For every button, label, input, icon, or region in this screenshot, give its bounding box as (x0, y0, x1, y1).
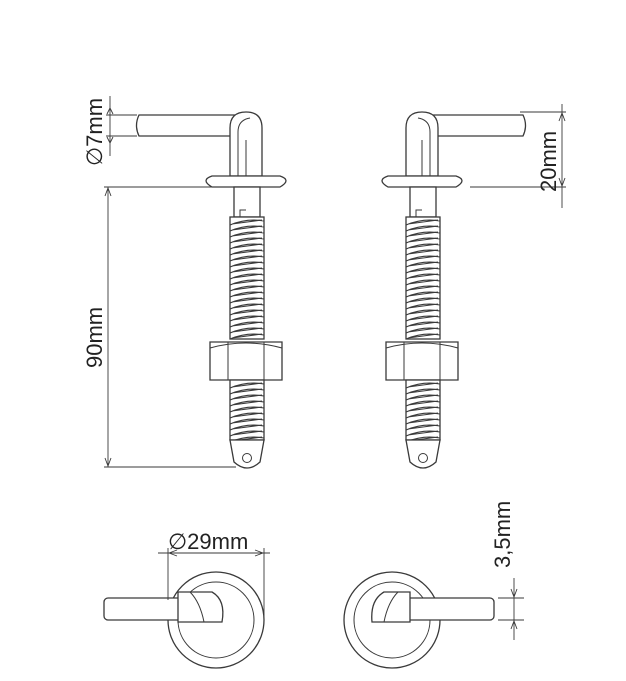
total-length-dimension: 90mm (82, 186, 236, 468)
flange-diameter-dimension: ∅29mm (158, 529, 270, 620)
right-lower-thread (405, 382, 441, 443)
left-lower-thread (229, 382, 265, 443)
right-hinge-top-view (343, 571, 495, 669)
left-upper-thread (229, 219, 265, 340)
right-hinge-side-view (381, 111, 527, 469)
thread-lines (405, 382, 441, 443)
flange-diameter-label: ∅29mm (168, 529, 248, 554)
pin-diameter-dimension: ∅7mm (82, 96, 137, 166)
left-hinge-side-view (135, 111, 287, 469)
total-length-label: 90mm (82, 307, 107, 368)
right-upper-thread (405, 219, 441, 340)
bottom-offset-label: 3,5mm (490, 501, 515, 568)
thread-lines (229, 219, 265, 340)
upper-height-dimension: 20mm (470, 104, 566, 208)
pin-diameter-label: ∅7mm (82, 98, 107, 166)
bottom-offset-dimension: 3,5mm (490, 501, 524, 640)
thread-lines (229, 382, 265, 443)
thread-lines (405, 219, 441, 340)
upper-height-label: 20mm (536, 131, 561, 192)
left-hinge-top-view (103, 571, 265, 669)
